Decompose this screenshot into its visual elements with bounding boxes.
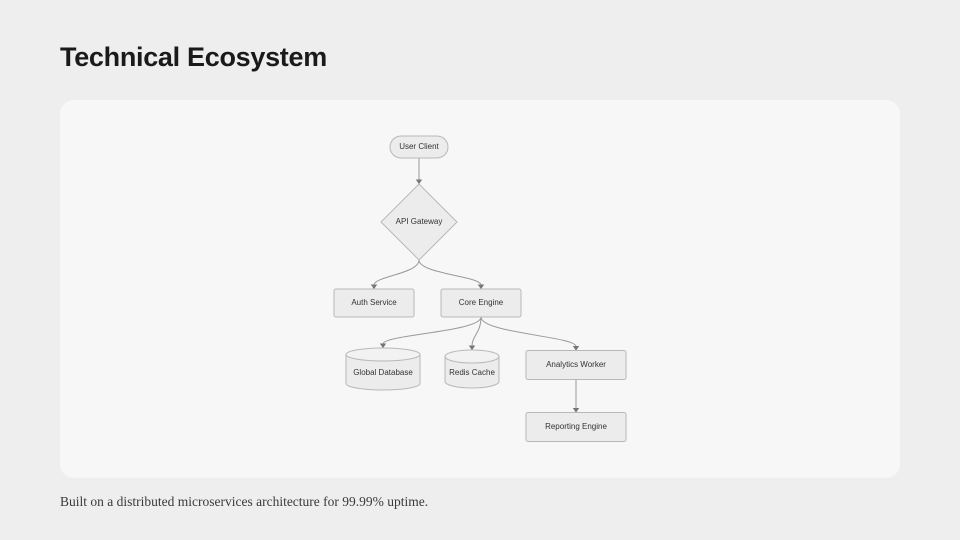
node-user-client[interactable]: User Client <box>389 135 449 159</box>
node-shape-rect <box>525 412 627 442</box>
node-label: User Client <box>399 142 439 151</box>
arrowhead-icon <box>572 346 580 351</box>
arrowhead-icon <box>477 284 485 290</box>
node-api-gateway[interactable]: API Gateway <box>380 183 458 261</box>
node-reporting-engine[interactable]: Reporting Engine <box>525 412 627 442</box>
caption-text: Built on a distributed microservices arc… <box>60 494 429 509</box>
edge-core-engine-to-global-database <box>382 316 482 345</box>
edge-layer <box>370 158 580 413</box>
node-shape-cylinder-body <box>444 356 500 389</box>
node-shape-rect <box>333 288 415 318</box>
node-shape-stadium <box>389 135 449 159</box>
arrowhead-icon <box>415 179 423 185</box>
edge-api-gateway-to-auth-service <box>373 259 420 286</box>
node-label: Core Engine <box>459 298 504 307</box>
node-shape-cylinder-top <box>345 347 421 362</box>
node-analytics-worker[interactable]: Analytics Worker <box>525 350 627 380</box>
node-global-database[interactable]: Global Database <box>345 347 421 391</box>
node-shape-diamond <box>380 183 458 261</box>
page-title: Technical Ecosystem <box>60 42 327 72</box>
arrowhead-icon <box>468 345 476 351</box>
node-redis-cache[interactable]: Redis Cache <box>444 349 500 389</box>
arrowhead-icon <box>370 284 378 290</box>
edge-core-engine-to-analytics-worker <box>480 316 577 347</box>
arrowhead-icon <box>379 343 387 349</box>
node-shape-cylinder-body <box>345 354 421 391</box>
edge-api-gateway-to-core-engine <box>418 259 482 286</box>
edge-core-engine-to-redis-cache <box>471 316 482 347</box>
node-label: Analytics Worker <box>546 360 606 369</box>
node-label: Redis Cache <box>449 368 495 377</box>
node-shape-rect <box>525 350 627 380</box>
node-label: Auth Service <box>351 298 397 307</box>
node-label: Reporting Engine <box>545 422 607 431</box>
node-label: Global Database <box>353 368 413 377</box>
node-shape-cylinder-top <box>444 349 500 364</box>
node-label: API Gateway <box>396 217 443 226</box>
node-core-engine[interactable]: Core Engine <box>440 288 522 318</box>
arrowhead-icon <box>572 408 580 413</box>
node-shape-rect <box>440 288 522 318</box>
node-auth-service[interactable]: Auth Service <box>333 288 415 318</box>
